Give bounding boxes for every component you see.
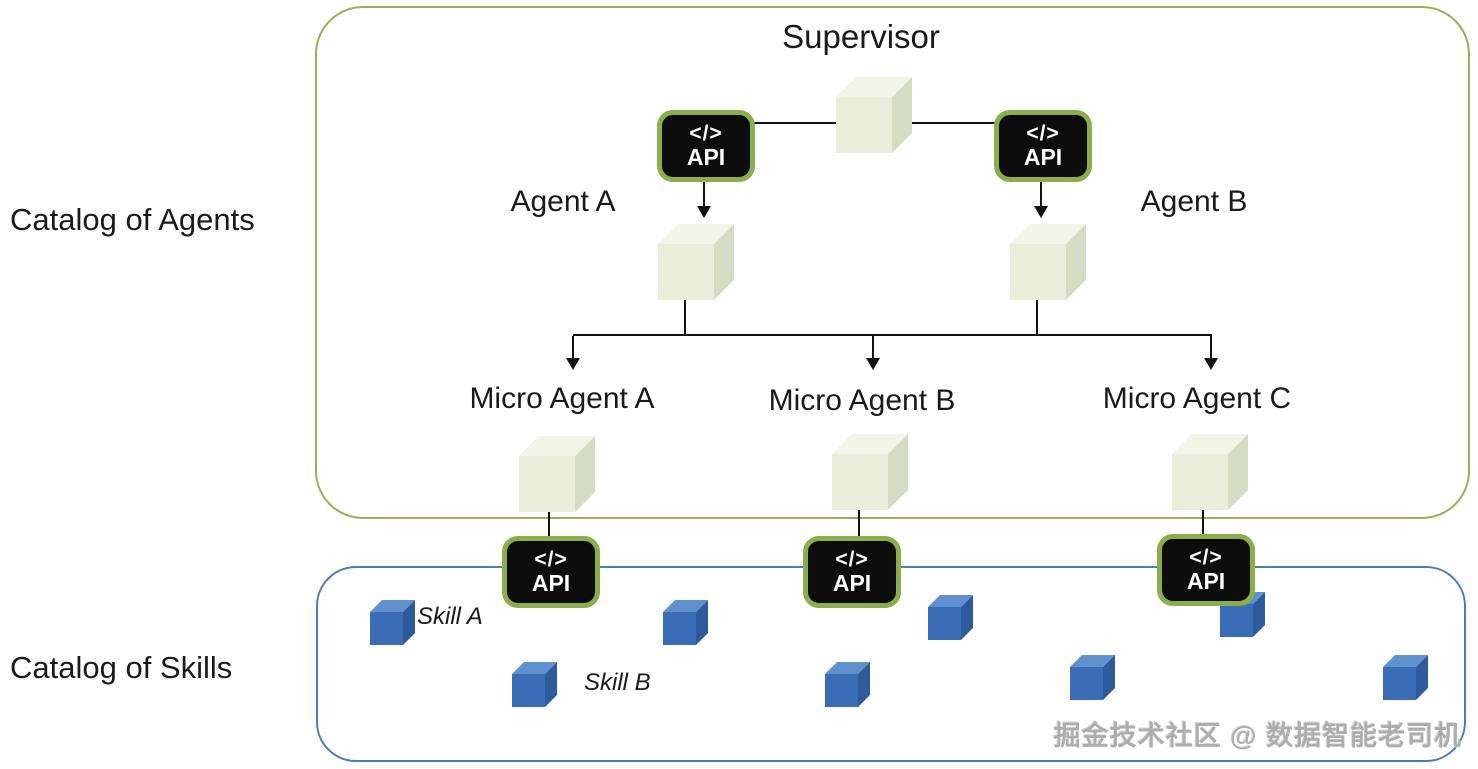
- skill-cube: [370, 600, 415, 645]
- connector-agent-a-down: [684, 300, 686, 335]
- code-api-icon: </>: [534, 547, 568, 571]
- api-badge-agent-b: </> API: [994, 110, 1092, 182]
- skill-cube: [1070, 655, 1115, 700]
- agent-a-label: Agent A: [510, 185, 616, 218]
- code-api-icon: </>: [1026, 121, 1060, 145]
- skill-a-label: Skill A: [417, 603, 483, 630]
- connector-api-left-to-supervisor: [753, 122, 837, 124]
- arrow-stem-micro-agent-a: [572, 336, 574, 360]
- micro-agent-b-cube: [832, 434, 908, 510]
- arrow-stem-micro-agent-c: [1210, 336, 1212, 360]
- micro-agent-a-cube: [519, 436, 595, 512]
- api-badge-micro-c: </> API: [1157, 534, 1255, 606]
- connector-supervisor-to-api-right: [911, 122, 995, 124]
- connector-micro-b-to-api: [858, 510, 860, 538]
- micro-agent-c-label: Micro Agent C: [1102, 382, 1292, 415]
- api-badge-agent-a: </> API: [657, 110, 755, 182]
- api-badge-label: API: [686, 143, 726, 170]
- supervisor-label: Supervisor: [782, 18, 940, 55]
- watermark-text: 掘金技术社区 @ 数据智能老司机: [1053, 721, 1462, 751]
- arrowhead-micro-agent-a: [566, 358, 580, 370]
- agent-b-cube: [1010, 224, 1086, 300]
- skill-cube: [512, 662, 557, 707]
- api-badge-label: API: [832, 569, 872, 596]
- skill-cube: [663, 600, 708, 645]
- arrowhead-micro-agent-b: [866, 358, 880, 370]
- skill-cube: [1220, 592, 1265, 637]
- arrowhead-agent-b: [1034, 206, 1048, 218]
- catalog-agents-label: Catalog of Agents: [10, 202, 255, 237]
- connector-micro-a-to-api: [548, 512, 550, 538]
- agent-a-cube: [658, 224, 734, 300]
- arrowhead-agent-a: [697, 206, 711, 218]
- micro-agent-c-cube: [1172, 434, 1248, 510]
- code-api-icon: </>: [689, 121, 723, 145]
- micro-agent-a-label: Micro Agent A: [469, 382, 655, 415]
- code-api-icon: </>: [835, 547, 869, 571]
- api-badge-label: API: [1186, 567, 1226, 594]
- arrow-stem-api-to-agent-b: [1040, 182, 1042, 208]
- connector-agent-b-down: [1036, 300, 1038, 335]
- micro-agent-b-label: Micro Agent B: [768, 384, 956, 417]
- connector-micro-c-to-api: [1202, 510, 1204, 536]
- connector-horizontal-bus: [573, 334, 1212, 336]
- skill-cube: [1383, 655, 1428, 700]
- api-badge-label: API: [1023, 143, 1063, 170]
- skill-b-label: Skill B: [584, 669, 651, 696]
- arrowhead-micro-agent-c: [1204, 358, 1218, 370]
- arrow-stem-micro-agent-b: [872, 336, 874, 360]
- skill-cube: [928, 595, 973, 640]
- arrow-stem-api-to-agent-a: [703, 182, 705, 208]
- supervisor-cube: [836, 77, 912, 153]
- agent-b-label: Agent B: [1140, 185, 1248, 218]
- code-api-icon: </>: [1189, 545, 1223, 569]
- api-badge-label: API: [531, 569, 571, 596]
- api-badge-micro-a: </> API: [502, 536, 600, 608]
- skill-cube: [825, 662, 870, 707]
- catalog-of-agents-box: [315, 6, 1470, 519]
- catalog-skills-label: Catalog of Skills: [10, 650, 233, 685]
- api-badge-micro-b: </> API: [803, 536, 901, 608]
